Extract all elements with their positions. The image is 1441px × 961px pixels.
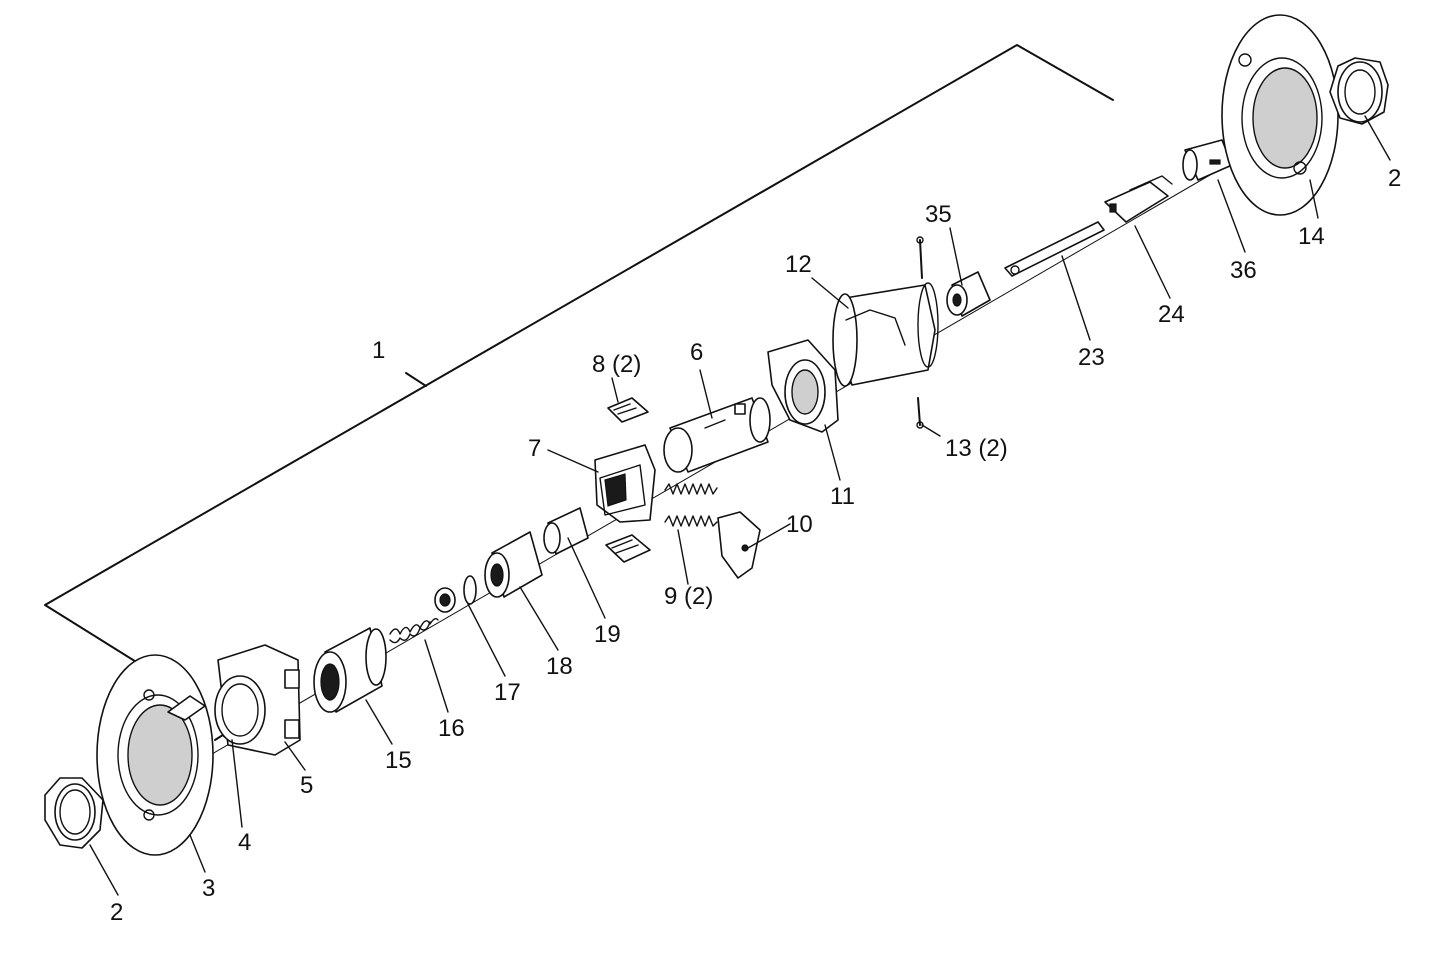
callout-7: 7: [528, 435, 541, 462]
callout-19: 19: [594, 621, 621, 648]
cam: [946, 271, 991, 317]
callout-10: 10: [786, 511, 813, 538]
callout-3: 3: [202, 875, 215, 902]
spring: [389, 617, 439, 644]
hex-nut-right: [1329, 57, 1389, 125]
latch-plate-lower: [605, 534, 651, 563]
cover-band: [832, 282, 939, 387]
compression-springs: [664, 483, 718, 527]
callout-14: 14: [1298, 223, 1325, 250]
hex-nut-left: [44, 777, 104, 849]
bushing: [434, 575, 477, 613]
callout-11: 11: [830, 483, 855, 510]
assembly-bracket: [44, 44, 1114, 664]
callout-1: 1: [372, 337, 385, 364]
tailpiece: [1004, 221, 1105, 277]
retractor-frame: [594, 444, 656, 523]
callout-23: 23: [1078, 344, 1105, 371]
callout-13: 13 (2): [945, 435, 1008, 462]
callout-4: 4: [238, 829, 251, 856]
housing: [214, 644, 301, 756]
cylinder: [313, 627, 387, 713]
cylinder-cap: [1182, 139, 1233, 181]
callout-9: 9 (2): [664, 583, 713, 610]
retractor-tube: [543, 507, 589, 555]
leader-lines: [89, 115, 1391, 896]
mounting-plate: [767, 339, 839, 433]
callout-35: 35: [925, 201, 952, 228]
callouts: 1 2 2 3 4 5 6 7 8 (2) 9 (2) 10 11 12 13 …: [110, 165, 1401, 926]
callout-16: 16: [438, 715, 465, 742]
latch-plate-upper: [607, 397, 649, 423]
callout-12: 12: [785, 251, 812, 278]
callout-2-right: 2: [1388, 165, 1401, 192]
retaining-pins: [916, 236, 924, 429]
callout-2-left: 2: [110, 899, 123, 926]
rose-plate-right: [1221, 14, 1339, 216]
bracket-clip: [717, 511, 761, 579]
callout-15: 15: [385, 747, 412, 774]
callout-8: 8 (2): [592, 351, 641, 378]
callout-24: 24: [1158, 301, 1185, 328]
latch-tube: [663, 397, 771, 473]
callout-36: 36: [1230, 257, 1257, 284]
callout-18: 18: [546, 653, 573, 680]
callout-5: 5: [300, 772, 313, 799]
rose-plate-left: [96, 654, 214, 856]
callout-6: 6: [690, 339, 703, 366]
callout-17: 17: [494, 679, 521, 706]
spindle: [484, 531, 543, 598]
latch-bolt: [1104, 175, 1173, 223]
